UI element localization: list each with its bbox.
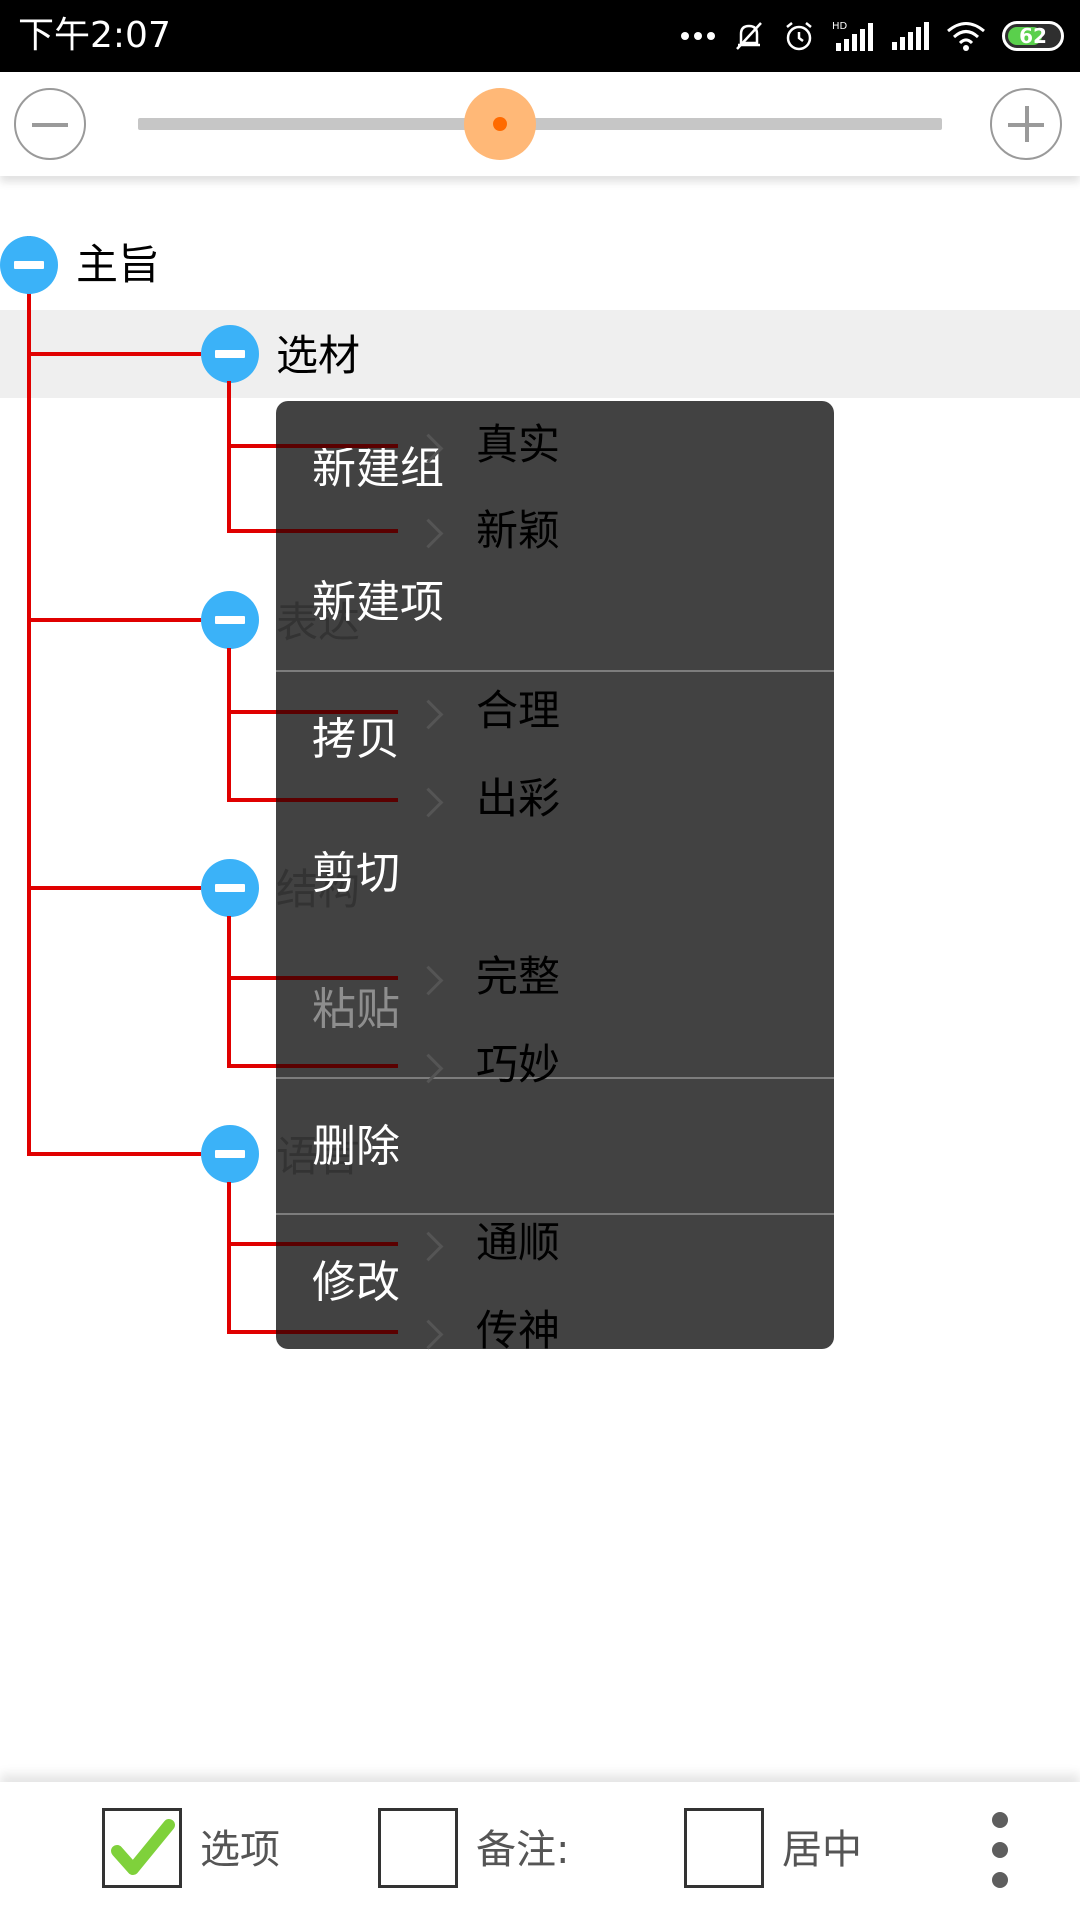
collapse-icon[interactable]: [201, 591, 259, 649]
option-checkbox[interactable]: [102, 1808, 182, 1888]
battery-icon: 62: [1002, 21, 1064, 51]
svg-text:HD: HD: [832, 21, 848, 32]
more-dots-icon: [681, 32, 715, 40]
status-icons: HD 62: [680, 16, 1064, 56]
menu-item-new-group[interactable]: 新建组: [312, 443, 444, 494]
tree-line: [227, 916, 231, 1068]
zoom-slider-thumb[interactable]: [463, 88, 536, 160]
option-label[interactable]: 选项: [200, 1827, 280, 1873]
status-time: 下午2:07: [18, 15, 171, 56]
note-label[interactable]: 备注:: [476, 1827, 570, 1873]
menu-separator: [276, 670, 834, 672]
collapse-icon[interactable]: [201, 1125, 259, 1183]
menu-item-paste: 粘贴: [312, 984, 400, 1035]
zoom-in-button[interactable]: [990, 88, 1062, 160]
menu-item-cut[interactable]: 剪切: [312, 848, 400, 899]
menu-separator: [276, 1077, 834, 1079]
tree-line: [227, 648, 231, 802]
tree-line: [27, 1152, 201, 1156]
collapse-icon[interactable]: [201, 859, 259, 917]
check-icon: [111, 1819, 175, 1875]
center-checkbox[interactable]: [684, 1808, 764, 1888]
more-vertical-icon[interactable]: [992, 1812, 1010, 1888]
context-menu: 新建组 新建项 拷贝 剪切 粘贴 删除 修改: [276, 401, 834, 1349]
tree-line: [27, 236, 31, 1156]
tree-group-label[interactable]: 选材: [276, 331, 361, 380]
tree-line: [27, 352, 201, 356]
battery-percent: 62: [1019, 24, 1047, 48]
signal-icon: [892, 22, 929, 50]
bottom-toolbar: 选项 备注: 居中: [0, 1782, 1080, 1920]
menu-item-delete[interactable]: 删除: [312, 1121, 400, 1172]
tree-line: [27, 618, 201, 622]
collapse-icon[interactable]: [0, 236, 58, 294]
menu-item-copy[interactable]: 拷贝: [312, 714, 400, 765]
collapse-icon[interactable]: [201, 325, 259, 383]
menu-item-edit[interactable]: 修改: [312, 1257, 400, 1308]
menu-separator: [276, 1213, 834, 1215]
status-bar: 下午2:07 HD: [0, 0, 1080, 72]
zoom-out-button[interactable]: [14, 88, 86, 160]
menu-item-new-item[interactable]: 新建项: [312, 577, 444, 628]
tree-line: [227, 381, 231, 533]
center-label[interactable]: 居中: [782, 1827, 862, 1873]
hd-signal-icon: HD: [832, 21, 873, 51]
note-checkbox[interactable]: [378, 1808, 458, 1888]
wifi-icon: [947, 22, 985, 51]
slider-thumb-dot: [492, 117, 507, 131]
mute-icon: [736, 22, 762, 50]
tree-line: [227, 1182, 231, 1334]
tree-line: [27, 886, 201, 890]
tree-root-label[interactable]: 主旨: [76, 240, 161, 289]
alarm-icon: [786, 22, 812, 51]
zoom-slider-track[interactable]: [138, 118, 942, 130]
